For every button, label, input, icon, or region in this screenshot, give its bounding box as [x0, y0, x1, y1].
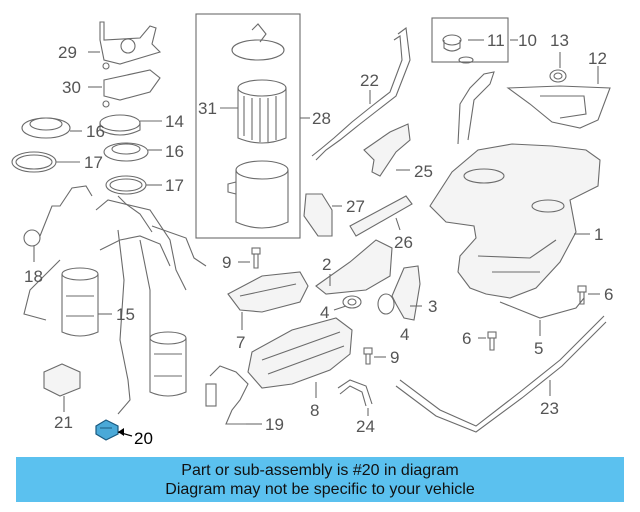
callout-9a: 9 — [222, 253, 231, 272]
callout-5: 5 — [534, 339, 543, 358]
lock-ring-14 — [99, 114, 141, 136]
bolt-9b — [363, 347, 373, 365]
callout-21: 21 — [54, 413, 73, 432]
callout-18: 18 — [24, 267, 43, 286]
sensor-harness-19 — [205, 365, 249, 425]
callout-4a: 4 — [320, 303, 329, 322]
seal-17b — [105, 175, 147, 195]
bracket-25 — [363, 123, 411, 177]
module-21 — [43, 363, 81, 397]
callout-15: 15 — [116, 305, 135, 324]
callout-2: 2 — [322, 255, 331, 274]
callout-23: 23 — [540, 399, 559, 418]
filler-pipe-22 — [311, 26, 411, 161]
callout-14: 14 — [165, 112, 184, 131]
banner-line-disclaimer: Diagram may not be specific to your vehi… — [165, 480, 475, 498]
callout-9b: 9 — [390, 348, 399, 367]
fuel-cap-11 — [442, 34, 474, 64]
filler-housing-12 — [506, 85, 611, 129]
shield-3 — [391, 265, 421, 321]
callout-3: 3 — [428, 297, 437, 316]
heat-shield-7 — [227, 271, 309, 313]
callout-6a: 6 — [604, 285, 613, 304]
callout-12: 12 — [588, 49, 607, 68]
callout-16a: 16 — [86, 122, 105, 141]
bracket-30 — [102, 69, 161, 108]
shield-2 — [315, 239, 393, 295]
pipe-5 — [499, 297, 585, 319]
bolt-6b — [487, 331, 497, 351]
callout-8: 8 — [310, 401, 319, 420]
pump-ring-16a — [21, 117, 71, 139]
callout-31: 31 — [198, 99, 217, 118]
filter-element-31 — [237, 79, 287, 144]
filter-cap-28 — [231, 23, 285, 61]
callout-4b: 4 — [400, 325, 409, 344]
callout-28: 28 — [312, 109, 331, 128]
grommet-4a — [342, 295, 362, 309]
callout-7: 7 — [236, 333, 245, 352]
callout-24: 24 — [356, 417, 375, 436]
grommet-4b — [377, 293, 395, 315]
filter-housing — [227, 160, 289, 229]
seal-17a — [11, 151, 57, 173]
underbody-shield-8 — [247, 317, 353, 389]
ring-13 — [549, 69, 567, 83]
fuel-system-parts-diagram: 1 2 3 4 4 5 6 6 7 8 9 9 10 11 12 13 14 1… — [11, 13, 613, 448]
fuel-pump-assembly — [117, 229, 187, 415]
callout-20: 20 — [134, 429, 153, 448]
hose-24 — [337, 379, 373, 407]
callout-13: 13 — [550, 31, 569, 50]
pump-module-15 — [23, 195, 207, 337]
banner-line-part-number: Part or sub-assembly is #20 in diagram — [181, 461, 459, 479]
callout-29: 29 — [58, 43, 77, 62]
callout-26: 26 — [394, 233, 413, 252]
callout-17b: 17 — [165, 176, 184, 195]
callout-1: 1 — [594, 225, 603, 244]
callout-11: 11 — [487, 31, 505, 50]
sensor-18 — [23, 185, 93, 247]
heat-shield-26 — [349, 195, 413, 237]
callout-6b: 6 — [462, 329, 471, 348]
callout-27: 27 — [346, 197, 365, 216]
bracket-27 — [303, 193, 333, 237]
callout-16b: 16 — [165, 142, 184, 161]
clip-part-20 — [95, 419, 119, 441]
info-banner: Part or sub-assembly is #20 in diagram D… — [16, 457, 624, 502]
pump-ring-16b — [103, 142, 149, 162]
callout-17a: 17 — [84, 153, 103, 172]
fuel-tank-1 — [429, 71, 601, 299]
callout-22: 22 — [360, 71, 379, 90]
callout-10: 10 — [518, 31, 537, 50]
callout-30: 30 — [62, 78, 81, 97]
bracket-29 — [99, 21, 162, 70]
callout-25: 25 — [414, 162, 433, 181]
callout-19: 19 — [265, 415, 284, 434]
brake-line-23 — [395, 315, 607, 433]
bolt-9a — [251, 247, 261, 269]
